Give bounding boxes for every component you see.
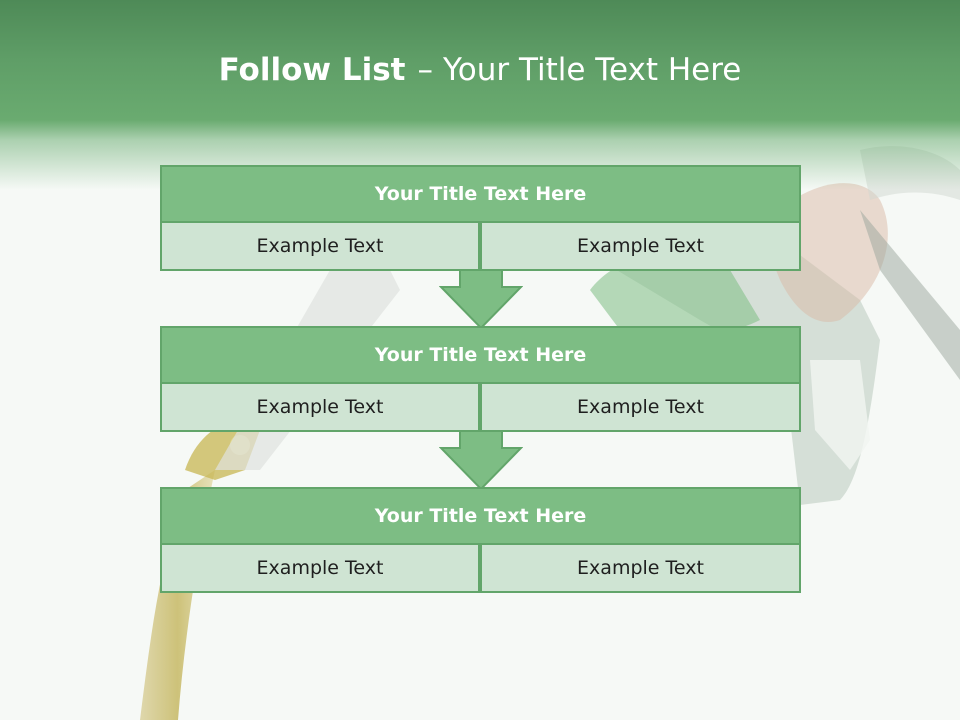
list-block-3: Your Title Text Here Example Text Exampl… <box>160 487 801 593</box>
title-separator: – <box>417 52 433 88</box>
title-bold-part: Follow List <box>218 52 406 88</box>
list-block-2: Your Title Text Here Example Text Exampl… <box>160 326 801 432</box>
block-cell-right: Example Text <box>480 221 801 271</box>
down-arrow-icon <box>439 431 523 491</box>
list-block-1: Your Title Text Here Example Text Exampl… <box>160 165 801 271</box>
header-band <box>0 0 960 190</box>
block-cell-left: Example Text <box>160 543 480 593</box>
block-cell-right: Example Text <box>480 543 801 593</box>
block-title: Your Title Text Here <box>160 487 801 545</box>
slide-title: Follow List–Your Title Text Here <box>0 52 960 102</box>
title-rest: Your Title Text Here <box>442 52 742 88</box>
down-arrow-icon <box>439 270 523 330</box>
block-title: Your Title Text Here <box>160 165 801 223</box>
block-cell-left: Example Text <box>160 382 480 432</box>
block-cell-right: Example Text <box>480 382 801 432</box>
block-title: Your Title Text Here <box>160 326 801 384</box>
block-cell-left: Example Text <box>160 221 480 271</box>
